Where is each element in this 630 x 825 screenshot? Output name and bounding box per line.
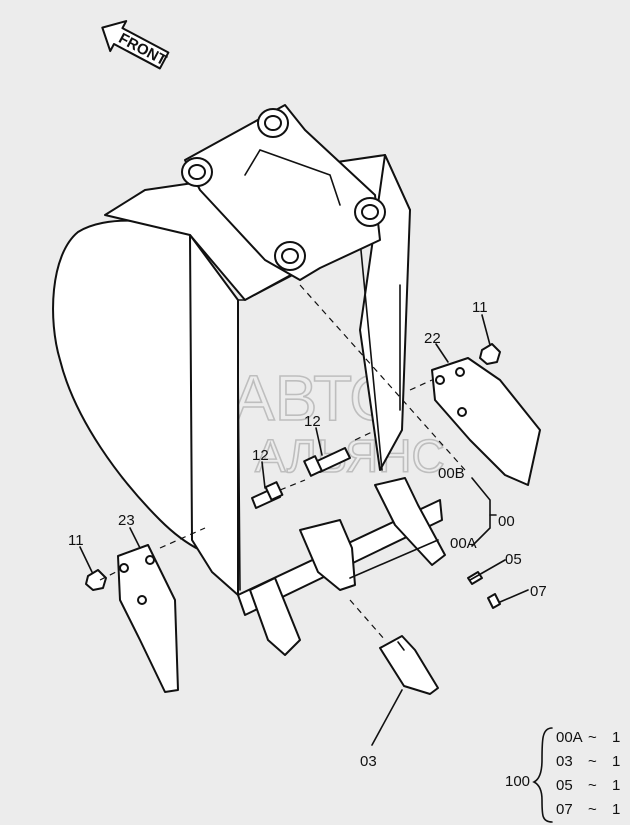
kit-qty-4: 1 bbox=[612, 801, 620, 818]
kit-qty-2: 1 bbox=[612, 753, 620, 770]
kit-range-3: ~ bbox=[588, 777, 597, 794]
kit-item-1: 00A bbox=[556, 729, 583, 746]
tooth-middle bbox=[299, 519, 356, 591]
callout-03: 03 bbox=[360, 753, 377, 770]
lock-07 bbox=[487, 593, 501, 609]
bolt-12-lower bbox=[251, 481, 284, 509]
leader-lines bbox=[79, 284, 529, 746]
tooth-03 bbox=[379, 635, 439, 695]
callout-00B: 00B bbox=[438, 465, 465, 482]
callout-12-lower: 12 bbox=[252, 447, 269, 464]
callout-12-upper: 12 bbox=[304, 413, 321, 430]
kit-composition: 100 00A ~ 1 03 ~ 1 05 ~ 1 07 ~ 1 bbox=[505, 727, 620, 823]
side-cutter-23 bbox=[117, 544, 179, 693]
kit-qty-3: 1 bbox=[612, 777, 620, 794]
tooth-left bbox=[249, 577, 301, 656]
callout-11-upper: 11 bbox=[472, 299, 488, 316]
kit-item-2: 03 bbox=[556, 753, 573, 770]
bolt-12-upper bbox=[303, 447, 351, 477]
pin-bracket bbox=[181, 104, 386, 281]
kit-brace bbox=[532, 727, 553, 823]
kit-range-1: ~ bbox=[588, 729, 597, 746]
tooth-right bbox=[374, 477, 446, 566]
kit-item-4: 07 bbox=[556, 801, 573, 818]
kit-item-3: 05 bbox=[556, 777, 573, 794]
callout-00: 00 bbox=[498, 513, 515, 530]
kit-range-2: ~ bbox=[588, 753, 597, 770]
nut-11-lower bbox=[85, 569, 107, 591]
side-cutter-22 bbox=[431, 357, 541, 486]
kit-range-4: ~ bbox=[588, 801, 597, 818]
callout-23: 23 bbox=[118, 512, 135, 529]
callout-07: 07 bbox=[530, 583, 547, 600]
callout-22: 22 bbox=[424, 330, 441, 347]
kit-qty-1: 1 bbox=[612, 729, 620, 746]
callout-11-lower: 11 bbox=[68, 532, 84, 549]
callout-00A: 00A bbox=[450, 535, 477, 552]
front-arrow-icon bbox=[101, 20, 170, 70]
nut-11-upper bbox=[479, 343, 501, 365]
callout-05: 05 bbox=[505, 551, 522, 568]
kit-parent: 100 bbox=[505, 773, 530, 790]
